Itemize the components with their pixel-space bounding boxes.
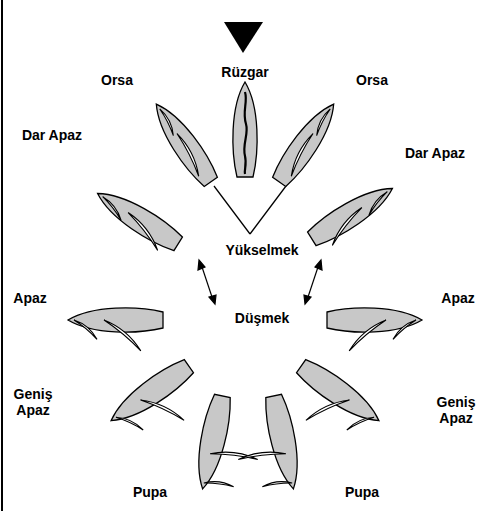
point-of-sail-label: Yükselmek	[225, 242, 298, 258]
point-of-sail-label: Pupa	[345, 484, 379, 500]
direction-arrows	[198, 260, 322, 304]
main-sail	[349, 320, 386, 351]
point-of-sail-label: Apaz	[13, 290, 46, 306]
point-of-sail-label: Orsa	[356, 72, 388, 88]
hull	[146, 97, 220, 189]
wind-arrow	[224, 22, 263, 53]
point-of-sail-label: Rüzgar	[221, 64, 268, 80]
main-sail	[306, 386, 350, 434]
point-of-sail-label: Dar Apaz	[405, 145, 465, 161]
sailboat	[233, 82, 257, 177]
hull	[269, 97, 343, 189]
main-sail	[324, 208, 371, 246]
jib-sail	[363, 192, 392, 216]
point-of-sail-label: Geniş Apaz	[428, 394, 484, 426]
no-go-line	[250, 186, 286, 234]
hull	[305, 178, 398, 249]
main-sail	[171, 133, 205, 177]
point-of-sail-label: Apaz	[441, 290, 474, 306]
main-sail	[141, 386, 185, 434]
jib-sail	[262, 479, 292, 490]
jib-sail	[156, 108, 178, 135]
hull	[233, 82, 257, 177]
sailboat	[89, 183, 185, 258]
jib-sail	[312, 108, 334, 135]
main-sail	[104, 320, 141, 351]
sailboat	[269, 97, 343, 189]
jib-sail	[74, 320, 97, 339]
sailboat	[68, 308, 163, 351]
point-of-sail-label: Pupa	[133, 484, 167, 500]
sailboat	[327, 308, 422, 351]
sailboat	[191, 393, 269, 498]
point-of-sail-label: Geniş Apaz	[4, 386, 62, 418]
jib-sail	[204, 479, 234, 490]
border-line	[1, 0, 3, 511]
jib-sail	[116, 409, 143, 439]
hull	[191, 393, 234, 491]
sailboat	[146, 97, 220, 189]
main-sail	[285, 133, 319, 177]
hull	[91, 183, 184, 254]
main-sail	[238, 447, 286, 463]
main-sail	[119, 213, 166, 251]
luffing-sail	[244, 92, 247, 174]
boats	[68, 82, 422, 499]
sailboat	[104, 356, 213, 454]
sailboat	[227, 393, 305, 498]
point-of-sail-label: Düşmek	[235, 310, 289, 326]
jib-sail	[347, 409, 374, 439]
jib-sail	[393, 320, 416, 339]
point-of-sail-label: Dar Apaz	[22, 127, 82, 143]
hull	[262, 393, 305, 491]
jib-sail	[97, 197, 126, 221]
sailboat	[305, 178, 401, 253]
no-go-line	[214, 186, 250, 234]
point-of-sail-label: Orsa	[101, 72, 133, 88]
